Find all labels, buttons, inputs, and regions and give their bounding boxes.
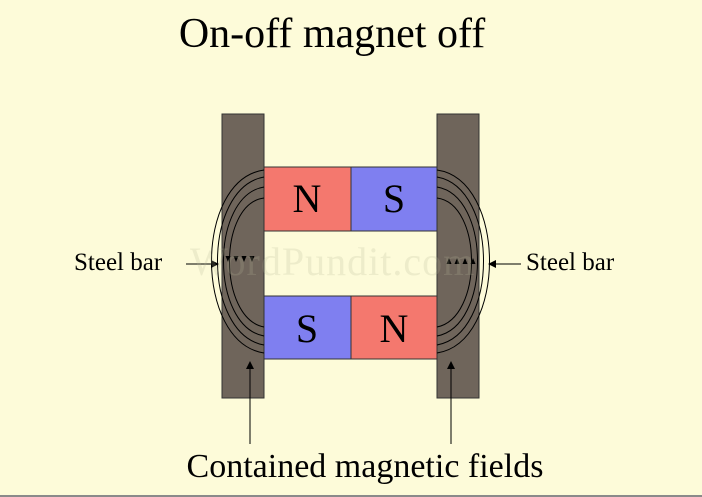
pole-label-bottom-right: N: [380, 306, 409, 351]
steel-bar-label-right: Steel bar: [526, 249, 615, 276]
magnet-bottom-north: [350, 295, 438, 360]
magnet-bottom-south: [263, 295, 352, 360]
pole-label-top-right: S: [383, 176, 405, 221]
pole-label-bottom-left: S: [296, 306, 318, 351]
page-title: On-off magnet off: [178, 11, 486, 57]
field-arrows-right: [446, 258, 476, 264]
caption: Contained magnetic fields: [186, 448, 544, 485]
bottom-rule: [0, 495, 702, 497]
watermark: WordPundit.com: [190, 239, 476, 284]
steel-bar-label-left: Steel bar: [74, 249, 163, 276]
magnet-top-north: [263, 166, 352, 232]
steel-bar-right: [436, 113, 480, 399]
magnet-top-south: [350, 166, 438, 232]
pole-label-top-left: N: [293, 176, 322, 221]
field-arrows-left: [225, 256, 255, 262]
